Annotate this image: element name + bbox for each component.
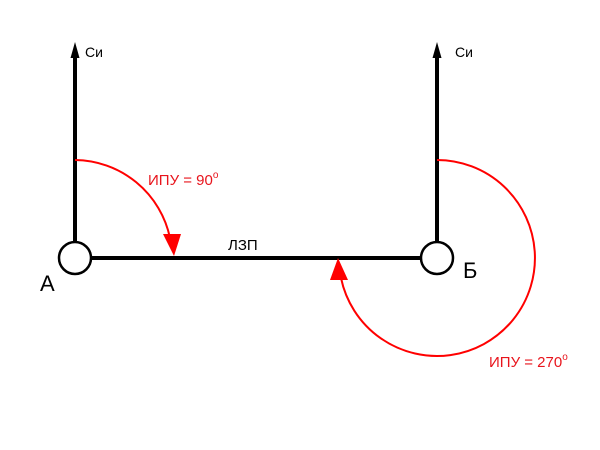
angle-arc-a — [74, 159, 171, 239]
angle-arrow-a-icon — [163, 234, 181, 256]
angle-label-b-text: ИПУ = 270 — [489, 354, 562, 371]
angle-arrow-b-icon — [330, 258, 348, 280]
north-label-a: Си — [85, 44, 103, 60]
angle-label-a-text: ИПУ = 90 — [148, 172, 213, 189]
angle-arc-b — [340, 159, 536, 357]
north-label-b: Си — [455, 44, 473, 60]
angle-label-a-degree: о — [213, 170, 219, 181]
north-arrow-a-icon — [70, 42, 80, 58]
point-a-circle — [57, 240, 93, 276]
track-line-label: ЛЗП — [228, 237, 258, 254]
angle-label-a: ИПУ = 90о — [148, 170, 219, 189]
angle-label-b-degree: о — [562, 352, 568, 363]
angle-label-b: ИПУ = 270о — [489, 352, 568, 371]
point-a-label: А — [40, 271, 55, 296]
north-arrow-b-icon — [432, 42, 442, 58]
point-b-circle — [419, 240, 455, 276]
point-b-label: Б — [463, 258, 477, 283]
